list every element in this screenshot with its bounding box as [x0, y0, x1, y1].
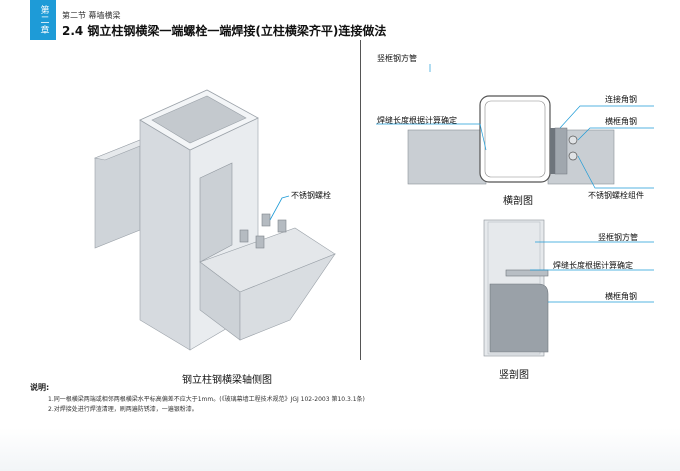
page-title: 2.4 钢立柱钢横梁一端螺栓一端焊接(立柱横梁齐平)连接做法: [62, 24, 387, 38]
angle-body: [489, 283, 549, 353]
iso-caption: 钢立柱钢横梁轴侧图: [182, 375, 272, 386]
beam-left: [407, 129, 487, 185]
chapter-tab: 第二章: [30, 0, 56, 40]
angle-horizontal: [505, 269, 549, 277]
section-label: 第二节 幕墙横梁: [62, 11, 121, 20]
bolt-1: [568, 135, 578, 145]
cross-weld-label: 焊缝长度根据计算确定: [377, 116, 457, 125]
cross-beam-angle-label: 横框角钢: [605, 117, 637, 126]
vertical-caption: 竖剖图: [499, 370, 529, 381]
cross-caption: 横剖图: [503, 196, 533, 207]
vertical-section-drawing: [483, 219, 654, 357]
notes-title: 说明:: [30, 383, 50, 392]
isometric-drawing: [93, 89, 336, 351]
iso-bolt-label: 不锈钢螺栓: [291, 191, 331, 200]
column-front: [139, 119, 191, 351]
column-hole: [151, 95, 247, 144]
angle-plate: [554, 127, 568, 175]
footer-band: [0, 428, 680, 471]
vertical-column-label: 竖框钢方管: [598, 233, 638, 242]
cross-section-drawing: [376, 64, 654, 189]
beam-end-face: [239, 253, 336, 341]
note-item-2: 2.对焊接处进行焊渣清理，刷两遍防锈漆，一遍银粉漆。: [48, 406, 198, 413]
iso-bolt-leader: [269, 195, 290, 221]
cross-column-label: 竖框钢方管: [377, 54, 417, 63]
note-item-1: 1.同一根横梁两端或相邻两根横梁水平标高偏差不应大于1mm。(《玻璃幕墙工程技术…: [48, 396, 365, 403]
column-tube-inner: [484, 100, 546, 178]
bolt-2: [568, 151, 578, 161]
angle-vertical: [550, 128, 555, 174]
vertical-angle-label: 横框角钢: [605, 292, 637, 301]
vertical-divider: [360, 40, 361, 360]
column-tube: [479, 95, 551, 183]
connection-angle: [199, 162, 233, 263]
cross-angle-label: 连接角钢: [605, 95, 637, 104]
cross-bolt-label: 不锈钢螺栓组件: [588, 191, 644, 200]
vertical-weld-label: 焊缝长度根据计算确定: [553, 261, 633, 270]
